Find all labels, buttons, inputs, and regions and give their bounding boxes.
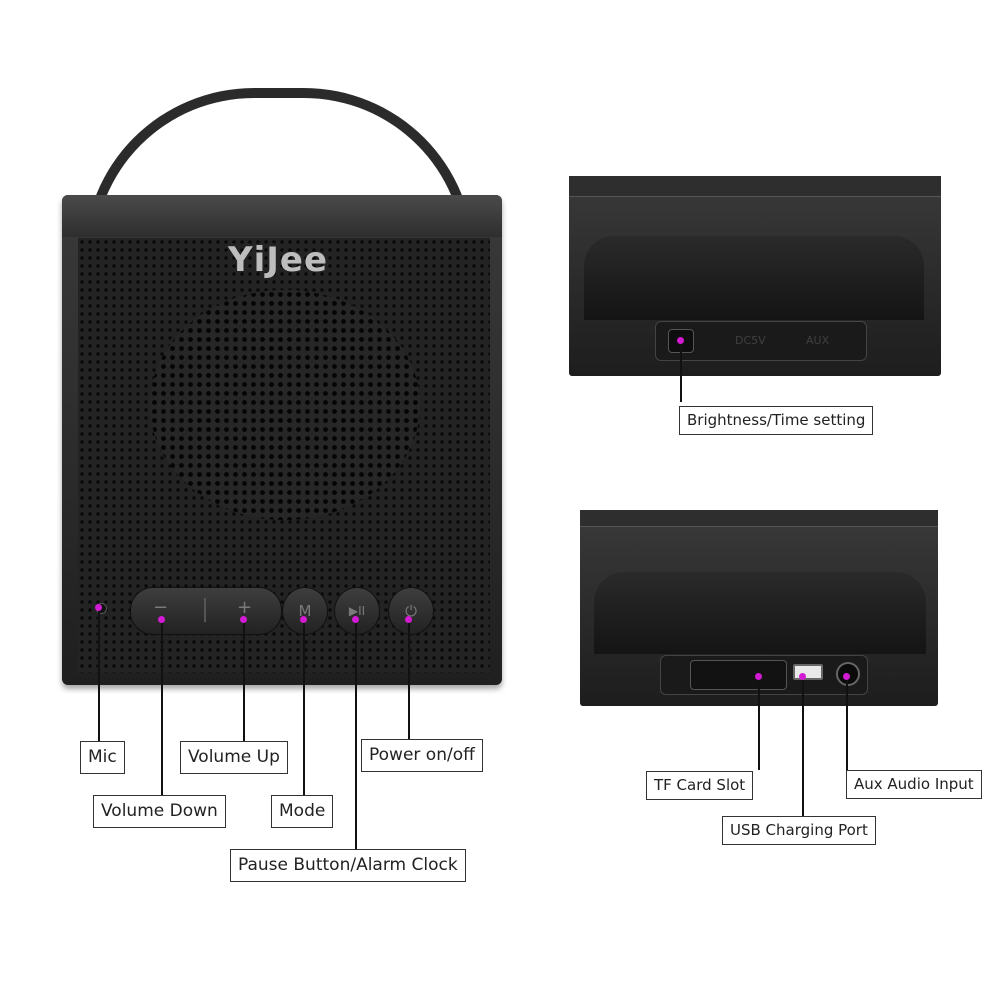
marker-brightness bbox=[677, 337, 684, 344]
side-view-top-edge bbox=[569, 176, 941, 197]
marker-mode bbox=[300, 616, 307, 623]
power-icon: ⏻ bbox=[405, 602, 417, 620]
marker-mic bbox=[95, 604, 102, 611]
volume-divider bbox=[204, 598, 206, 622]
marker-aux bbox=[843, 673, 850, 680]
port-label-dc: DC5V bbox=[735, 334, 766, 347]
play-pause-glyph: ▶II bbox=[348, 604, 366, 618]
usb-port[interactable] bbox=[793, 664, 823, 680]
marker-play-pause bbox=[352, 616, 359, 623]
mode-glyph: M bbox=[298, 602, 312, 620]
callout-mode: Mode bbox=[271, 795, 334, 828]
leader-power bbox=[408, 623, 410, 739]
callout-tf-card: TF Card Slot bbox=[646, 771, 754, 800]
leader-brightness bbox=[680, 344, 682, 402]
leader-mode bbox=[303, 623, 305, 795]
callout-aux-input: Aux Audio Input bbox=[846, 770, 982, 799]
side-view-bottom-edge bbox=[580, 510, 938, 527]
callout-mic: Mic bbox=[80, 741, 125, 774]
leader-aux bbox=[846, 680, 848, 770]
side-view-top-band bbox=[584, 236, 924, 320]
mode-button[interactable]: M bbox=[282, 587, 328, 635]
callout-pause-alarm: Pause Button/Alarm Clock bbox=[230, 849, 466, 882]
marker-volume-up bbox=[240, 616, 247, 623]
leader-play-pause bbox=[355, 623, 357, 849]
leader-usb bbox=[802, 680, 804, 816]
callout-brightness: Brightness/Time setting bbox=[679, 406, 874, 435]
brand-logo: YiJee bbox=[228, 240, 329, 280]
volume-down-glyph: − bbox=[153, 597, 169, 618]
play-pause-button[interactable]: ▶II bbox=[334, 587, 380, 635]
port-label-aux: AUX bbox=[806, 334, 830, 347]
callout-volume-down: Volume Down bbox=[93, 795, 226, 828]
leader-volume-up bbox=[243, 623, 245, 741]
tf-card-slot[interactable] bbox=[690, 660, 787, 690]
marker-power bbox=[405, 616, 412, 623]
speaker-top-edge bbox=[62, 195, 502, 237]
callout-usb-charging: USB Charging Port bbox=[722, 816, 876, 845]
leader-volume-down bbox=[161, 623, 163, 795]
leader-tf-card bbox=[758, 680, 760, 770]
callout-volume-up: Volume Up bbox=[180, 741, 288, 774]
callout-power: Power on/off bbox=[361, 739, 483, 772]
marker-volume-down bbox=[158, 616, 165, 623]
marker-usb bbox=[799, 673, 806, 680]
leader-mic bbox=[98, 611, 100, 741]
side-view-bottom-band bbox=[594, 572, 926, 654]
volume-bar[interactable] bbox=[130, 587, 282, 635]
volume-up-glyph: + bbox=[237, 597, 253, 618]
speaker-cone bbox=[150, 290, 420, 520]
power-button[interactable]: ⏻ bbox=[388, 587, 434, 635]
marker-tf-card bbox=[755, 673, 762, 680]
